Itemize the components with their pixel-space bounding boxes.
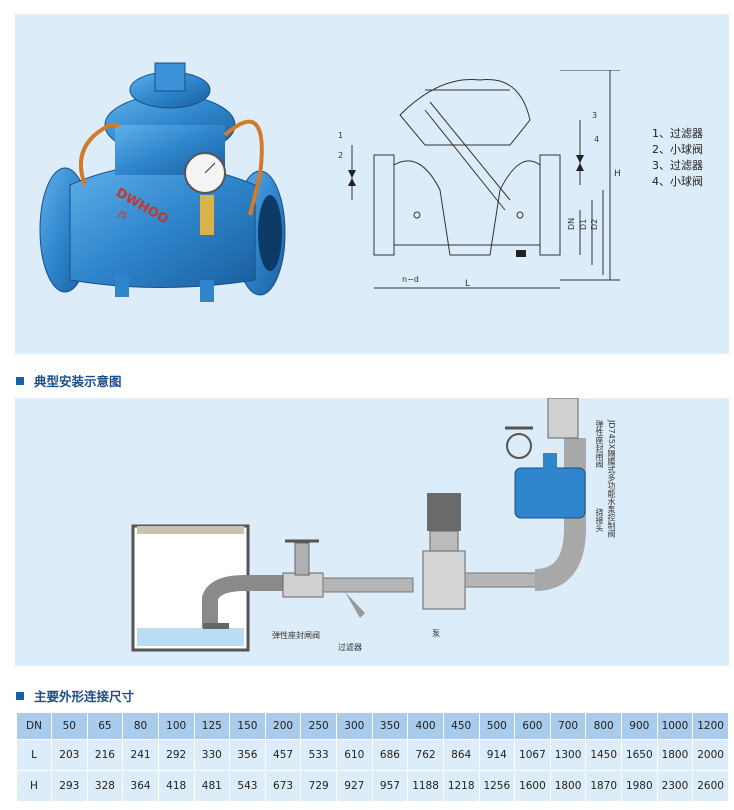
- legend-item: 2、小球阀: [652, 143, 703, 156]
- table-cell: 1800: [549, 770, 587, 802]
- table-cell: 1256: [478, 770, 516, 802]
- table-cell: 330: [193, 739, 231, 771]
- table-cell: 543: [229, 770, 266, 802]
- table-cell: 686: [371, 739, 409, 771]
- table-cell: 864: [442, 739, 480, 771]
- svg-text:D1: D1: [579, 219, 588, 230]
- installation-diagram: [131, 398, 586, 652]
- table-header-cell: 700: [549, 712, 587, 740]
- table-cell: 2000: [692, 739, 729, 771]
- table-cell: 203: [51, 739, 88, 771]
- svg-text:L: L: [465, 279, 470, 289]
- svg-text:n−d: n−d: [402, 275, 419, 284]
- table-header-cell: 400: [407, 712, 444, 740]
- label-pump: 泵: [432, 629, 440, 638]
- table-cell: 927: [336, 770, 373, 802]
- table-cell: 1067: [514, 739, 551, 771]
- table-cell: 1300: [549, 739, 587, 771]
- table-cell: 1600: [514, 770, 551, 802]
- valve-photo: DWHOO JS: [39, 62, 286, 302]
- dimensions-table: DN 50 65 80 100 125 150 200 250 300 350 …: [16, 712, 729, 802]
- table-header-cell: 250: [300, 712, 337, 740]
- svg-text:2: 2: [338, 151, 343, 160]
- table-header-cell: 350: [371, 712, 409, 740]
- svg-text:H: H: [614, 169, 621, 179]
- label-control-valve: JD745X隔膜式多功能水泵控制阀: [607, 420, 616, 538]
- table-cell: 729: [300, 770, 337, 802]
- table-header-cell: 600: [514, 712, 551, 740]
- table-cell: 1218: [442, 770, 480, 802]
- table-cell: L: [16, 739, 52, 771]
- label-filter: 过滤器: [338, 643, 362, 652]
- table-header-cell: 100: [157, 712, 195, 740]
- table-cell: 673: [264, 770, 302, 802]
- svg-text:3: 3: [592, 111, 597, 120]
- table-cell: 533: [300, 739, 337, 771]
- svg-text:DN: DN: [567, 218, 576, 230]
- table-header-cell: 50: [51, 712, 88, 740]
- table-header-cell: 1200: [692, 712, 729, 740]
- legend-item: 1、过滤器: [652, 127, 703, 140]
- table-header-cell: 65: [86, 712, 124, 740]
- table-header-cell: 900: [621, 712, 658, 740]
- table-cell: 2300: [656, 770, 694, 802]
- table-cell: 610: [336, 739, 373, 771]
- table-cell: 364: [122, 770, 159, 802]
- legend-item: 4、小球阀: [652, 175, 703, 188]
- component-legend: 1、过滤器 2、小球阀 3、过滤器 4、小球阀: [652, 126, 703, 190]
- table-cell: 762: [407, 739, 444, 771]
- table-cell: 216: [86, 739, 124, 771]
- square-bullet-icon: [16, 691, 24, 700]
- section-title-installation: 典型安装示意图: [16, 371, 122, 390]
- table-cell: 293: [51, 770, 88, 802]
- table-cell: 957: [371, 770, 409, 802]
- table-cell: 1800: [656, 739, 694, 771]
- square-bullet-icon: [16, 376, 24, 385]
- table-header-cell: 300: [336, 712, 373, 740]
- table-header-cell: 500: [478, 712, 516, 740]
- table-header-cell: 150: [229, 712, 266, 740]
- table-cell: 241: [122, 739, 159, 771]
- section-title-dimensions: 主要外形连接尺寸: [16, 686, 134, 705]
- table-header-cell: DN: [16, 712, 52, 740]
- label-gate-valve: 弹性座封闸阀: [272, 631, 320, 640]
- table-cell: H: [16, 770, 52, 802]
- table-cell: 1450: [585, 739, 622, 771]
- table-cell: 914: [478, 739, 516, 771]
- table-header-cell: 800: [585, 712, 622, 740]
- legend-item: 3、过滤器: [652, 159, 703, 172]
- table-row: H 293 328 364 418 481 543 673 729 927 95…: [16, 770, 729, 802]
- table-cell: 328: [86, 770, 124, 802]
- table-header-cell: 450: [442, 712, 480, 740]
- table-header-cell: 80: [122, 712, 159, 740]
- table-cell: 418: [157, 770, 195, 802]
- table-row: L 203 216 241 292 330 356 457 533 610 68…: [16, 739, 729, 771]
- table-cell: 1188: [407, 770, 444, 802]
- table-header-cell: 1000: [656, 712, 694, 740]
- label-flex-joint: 挠接头: [595, 508, 604, 532]
- label-gate-valve-2: 弹性座封闸阀: [595, 420, 604, 468]
- table-header-row: DN 50 65 80 100 125 150 200 250 300 350 …: [16, 712, 729, 740]
- table-cell: 1980: [621, 770, 658, 802]
- svg-text:D2: D2: [590, 219, 599, 230]
- table-cell: 2600: [692, 770, 729, 802]
- table-header-cell: 200: [264, 712, 302, 740]
- table-cell: 356: [229, 739, 266, 771]
- valve-technical-drawing: L H DN D1 D2 n−d 1 2 3 4: [338, 70, 621, 289]
- table-cell: 1650: [621, 739, 658, 771]
- table-cell: 292: [157, 739, 195, 771]
- table-cell: 457: [264, 739, 302, 771]
- table-cell: 481: [193, 770, 231, 802]
- svg-text:1: 1: [338, 131, 343, 140]
- table-header-cell: 125: [193, 712, 231, 740]
- svg-text:4: 4: [594, 135, 599, 144]
- table-cell: 1870: [585, 770, 622, 802]
